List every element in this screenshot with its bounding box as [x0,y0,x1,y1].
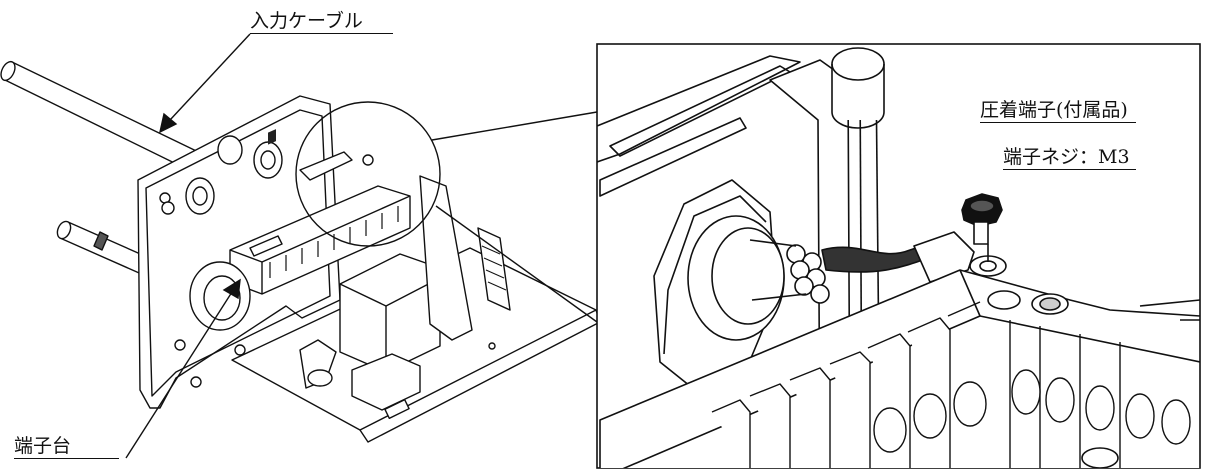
overview-assembly [0,60,601,443]
label-input-cable: 入力ケーブル [250,12,393,34]
screw-m3 [961,193,1003,245]
magnifier-circle [295,101,441,247]
label-crimp-terminal: 圧着端子(付属品) [980,101,1136,123]
label-terminal-block: 端子台 [14,437,120,459]
detail-view [597,47,1200,468]
crimp-terminal [913,231,975,283]
terminal-screws [873,369,1191,453]
side-board [419,175,473,341]
arrow-terminal-block [222,278,241,300]
valve-block [339,253,441,373]
cable-bundle [786,244,830,304]
arrow-input-cable [158,112,178,134]
magnifier-callout [295,101,598,323]
label-terminal-screw: 端子ネジ：M3 [1003,148,1136,170]
